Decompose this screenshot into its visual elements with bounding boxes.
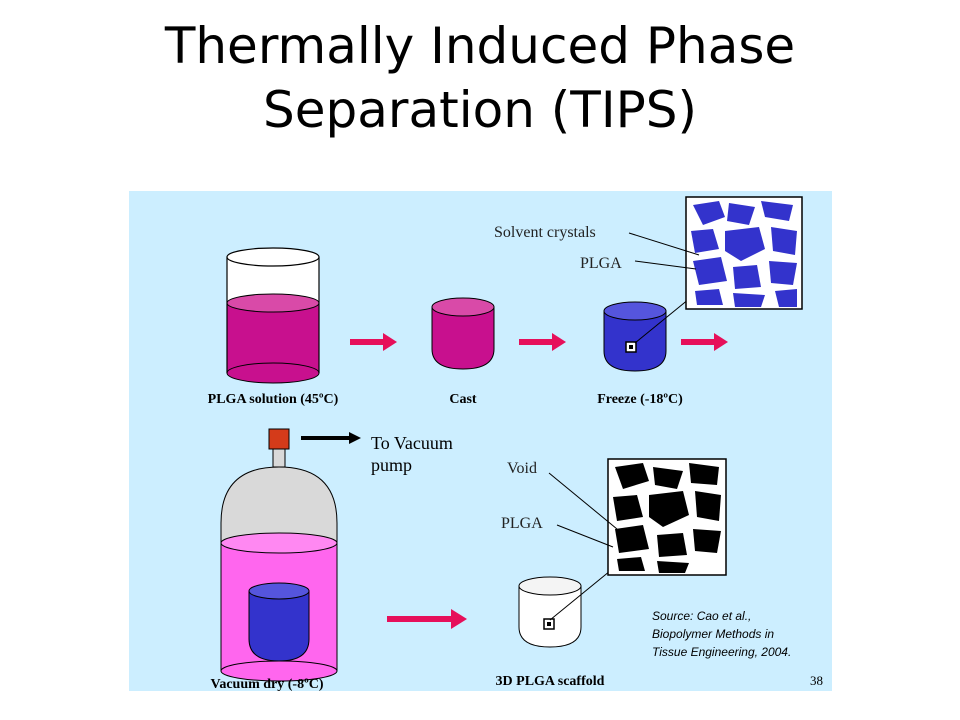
arrow-icon <box>519 333 566 351</box>
vacuum-chamber <box>220 428 338 682</box>
label-freeze: Freeze (-18ºC) <box>597 392 683 407</box>
page-number: 38 <box>810 673 823 688</box>
callout-solvent-crystals: Solvent crystals <box>494 224 596 241</box>
slide-title: Thermally Induced Phase Separation (TIPS… <box>0 14 960 142</box>
scaffold-micrograph <box>607 458 727 576</box>
arrow-icon <box>681 333 728 351</box>
vacuum-label-line2: pump <box>371 455 412 475</box>
callout-line <box>634 260 697 270</box>
callout-plga-top: PLGA <box>580 255 622 272</box>
scaffold-mold <box>518 570 611 648</box>
solution-beaker <box>226 247 320 384</box>
frozen-mold <box>603 298 690 372</box>
label-vacuum-dry: Vacuum dry (-8ºC) <box>211 677 324 691</box>
title-line-1: Thermally Induced Phase <box>164 17 796 75</box>
cast-mold <box>431 297 495 370</box>
frozen-micrograph <box>685 196 803 310</box>
source-line-3: Tissue Engineering, 2004. <box>652 645 791 659</box>
callout-void: Void <box>507 460 537 477</box>
callout-plga-bottom: PLGA <box>501 515 543 532</box>
arrow-icon <box>387 609 467 629</box>
tips-diagram: Solvent crystals PLGA PLGA solution (45º… <box>129 191 832 691</box>
vacuum-label-line1: To Vacuum <box>371 433 453 453</box>
title-line-2: Separation (TIPS) <box>263 81 697 139</box>
source-line-2: Biopolymer Methods in <box>652 627 774 641</box>
callout-line <box>556 524 614 548</box>
label-scaffold: 3D PLGA scaffold <box>496 674 605 689</box>
label-cast: Cast <box>449 392 477 407</box>
vacuum-cap <box>268 428 290 450</box>
arrow-icon <box>350 333 397 351</box>
callout-line <box>628 232 700 256</box>
label-solution: PLGA solution (45ºC) <box>208 392 339 407</box>
callout-line <box>548 472 618 530</box>
source-line-1: Source: Cao et al., <box>652 609 751 623</box>
vacuum-arrow-icon <box>301 432 361 444</box>
